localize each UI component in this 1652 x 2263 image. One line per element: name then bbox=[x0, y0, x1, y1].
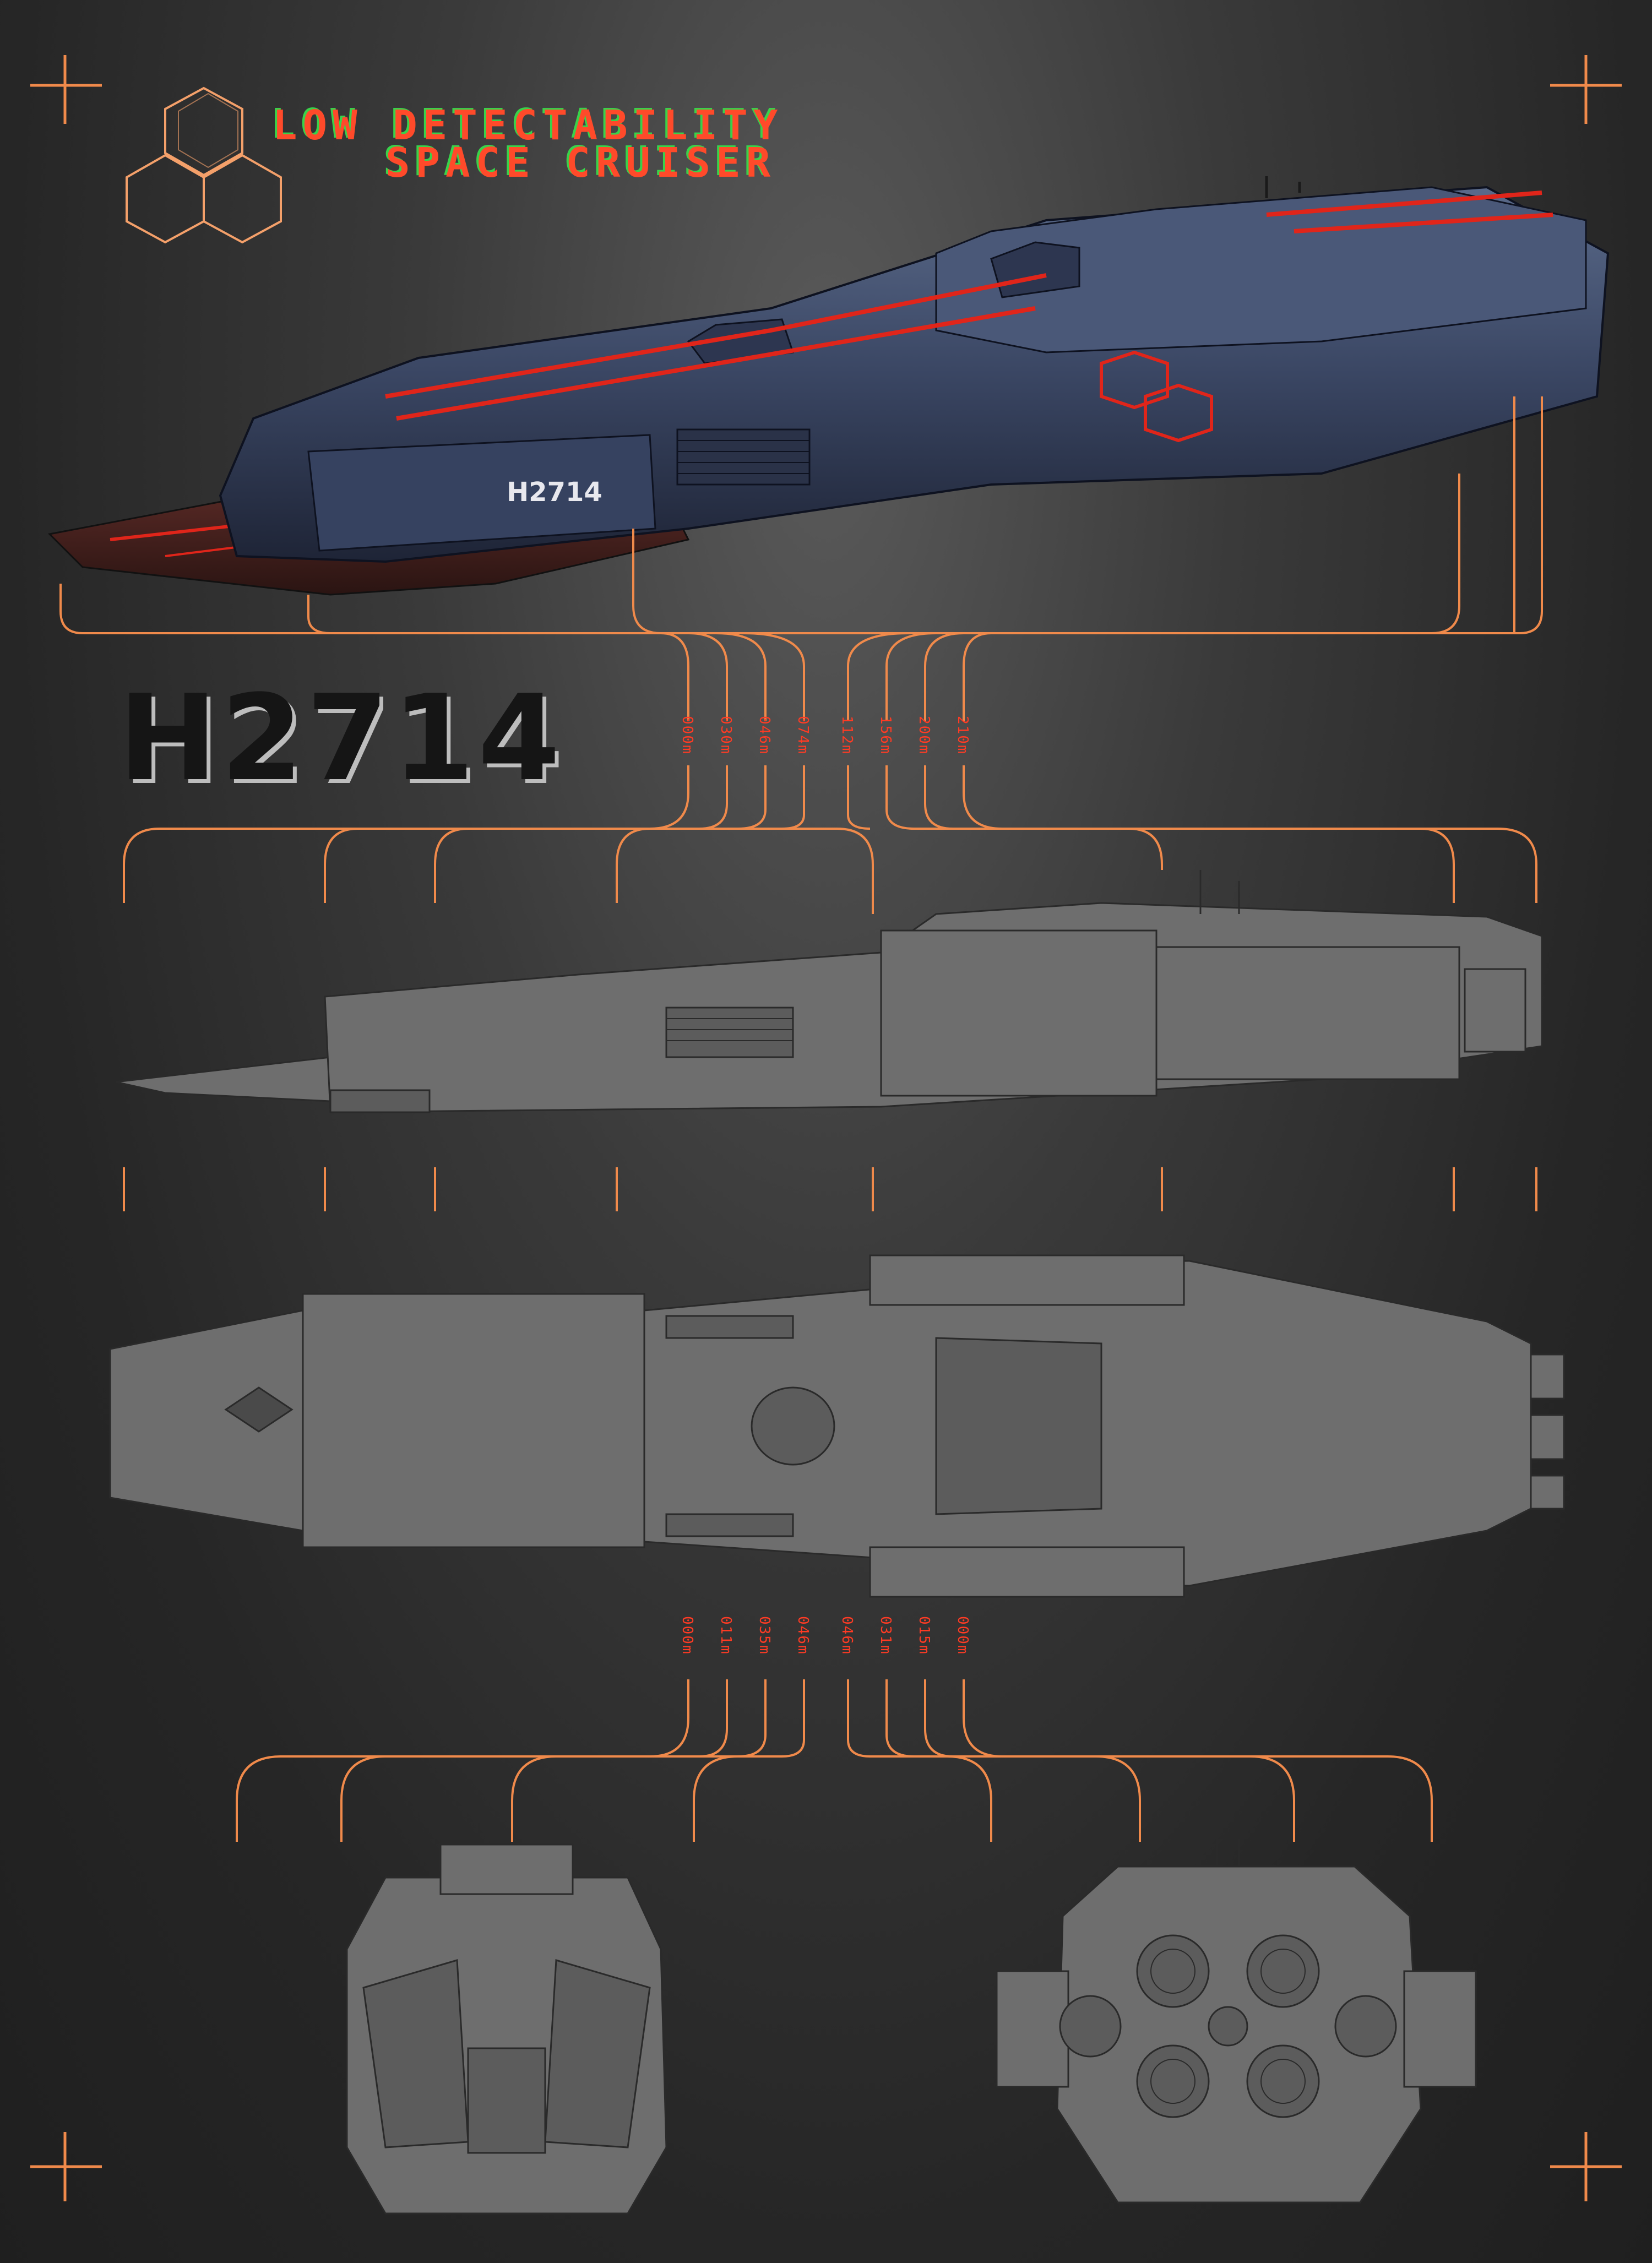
cruiser-rear-view bbox=[996, 1839, 1477, 2204]
lower-connector-lines bbox=[236, 1679, 1433, 1842]
corner-crosshair-icon bbox=[1550, 55, 1622, 124]
hull-marking-text: H2714 bbox=[507, 477, 602, 508]
scale-label: 015m bbox=[916, 1616, 932, 1655]
scale-label: 035m bbox=[756, 1616, 773, 1655]
scale-label: 210m bbox=[954, 716, 971, 755]
ship-designation: H2714 bbox=[118, 669, 564, 807]
scale-label: 046m bbox=[756, 716, 773, 755]
cruiser-top-view bbox=[109, 1254, 1565, 1598]
title-line-2: SPACE CRUISER bbox=[385, 139, 776, 187]
cruiser-perspective-render: H2714 bbox=[47, 176, 1610, 596]
scale-label: 156m bbox=[877, 716, 894, 755]
scale-label: 000m bbox=[679, 1616, 695, 1655]
corner-crosshair-icon bbox=[30, 55, 102, 124]
corner-crosshair-icon bbox=[1550, 2132, 1622, 2201]
corner-crosshair-icon bbox=[30, 2132, 102, 2201]
scale-label: 000m bbox=[679, 716, 695, 755]
scale-label: 000m bbox=[954, 1616, 971, 1655]
dimension-connector-lines bbox=[59, 396, 1543, 914]
hexagon-cluster-logo-icon bbox=[126, 86, 282, 244]
scale-label: 112m bbox=[839, 716, 855, 755]
scale-label: 074m bbox=[795, 716, 811, 755]
title-line-1: LOW DETECTABILITY bbox=[273, 102, 784, 149]
scale-label: 046m bbox=[839, 1616, 855, 1655]
cruiser-side-view bbox=[115, 870, 1543, 1113]
scale-label: 200m bbox=[916, 716, 932, 755]
scale-label: 031m bbox=[877, 1616, 894, 1655]
side-view-tick-marks bbox=[123, 1167, 1537, 1211]
scale-label: 030m bbox=[718, 716, 734, 755]
cruiser-front-view bbox=[346, 1823, 667, 2215]
scale-label: 011m bbox=[718, 1616, 734, 1655]
scale-label: 046m bbox=[795, 1616, 811, 1655]
